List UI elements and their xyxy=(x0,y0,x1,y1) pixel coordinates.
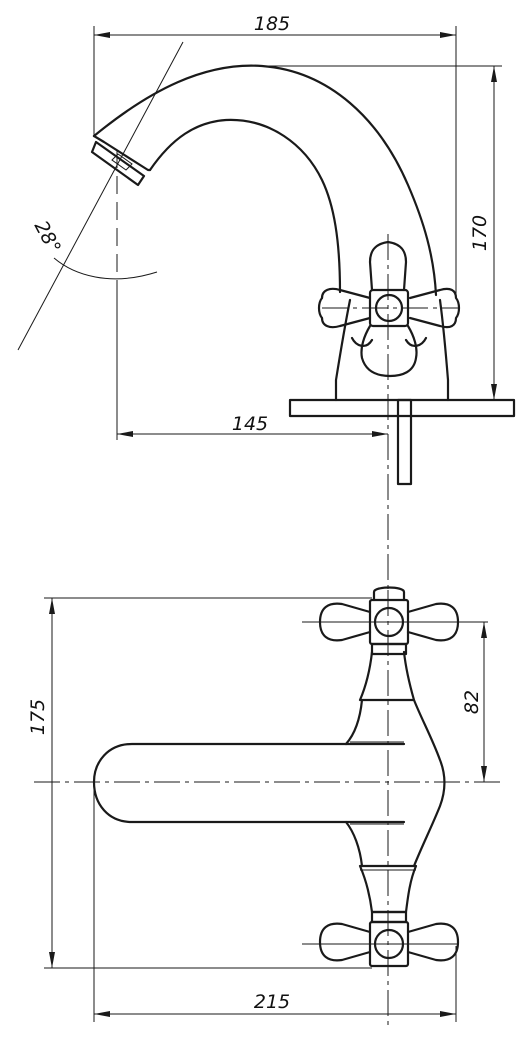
dim-185-label: 185 xyxy=(254,13,290,35)
dim-215-label: 215 xyxy=(254,991,290,1013)
valve-body-upper xyxy=(344,650,446,868)
spout-outline xyxy=(92,64,438,297)
supply-tube xyxy=(396,398,413,486)
deck-plate xyxy=(288,398,516,418)
spout-plan xyxy=(92,742,406,824)
dim-145-label: 145 xyxy=(232,413,268,435)
elevation-view: 185 170 28° 145 xyxy=(17,13,516,590)
dim-angle-label: 28° xyxy=(30,217,65,257)
spout-inner-outline xyxy=(148,118,342,294)
cross-handle-top xyxy=(318,586,460,646)
spout-tip xyxy=(92,134,152,172)
dim-170-label: 170 xyxy=(469,215,491,251)
valve-body xyxy=(334,298,450,402)
dim-175-label: 175 xyxy=(27,699,49,735)
aerator xyxy=(90,140,146,187)
plan-view: 175 82 215 xyxy=(27,586,500,1030)
dim-82-label: 82 xyxy=(461,690,483,714)
